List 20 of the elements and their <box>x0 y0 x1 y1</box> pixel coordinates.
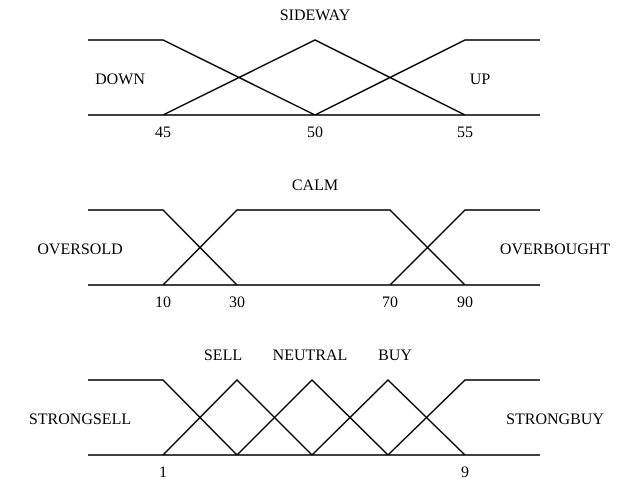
curve-label: BUY <box>378 348 412 364</box>
axis-tick-label: 9 <box>461 465 469 481</box>
curve-label: OVERBOUGHT <box>500 242 610 258</box>
curve-label: SELL <box>204 348 242 364</box>
curve-label: STRONGBUY <box>506 412 604 428</box>
axis-tick-label: 70 <box>382 295 398 311</box>
curve-label: DOWN <box>95 72 145 88</box>
axis-tick-label: 90 <box>457 295 473 311</box>
curve-label: UP <box>470 72 490 88</box>
axis-tick-label: 45 <box>155 125 171 141</box>
curve-label: OVERSOLD <box>37 242 123 258</box>
curve-label: NEUTRAL <box>272 348 348 364</box>
axis-tick-label: 10 <box>155 295 171 311</box>
axis-tick-label: 55 <box>457 125 473 141</box>
curve-label: SIDEWAY <box>280 8 350 24</box>
axis-tick-label: 50 <box>307 125 323 141</box>
curve-label: STRONGSELL <box>28 412 132 428</box>
axis-tick-label: 30 <box>229 295 245 311</box>
axis-tick-label: 1 <box>159 465 167 481</box>
curve-label: CALM <box>292 178 338 194</box>
